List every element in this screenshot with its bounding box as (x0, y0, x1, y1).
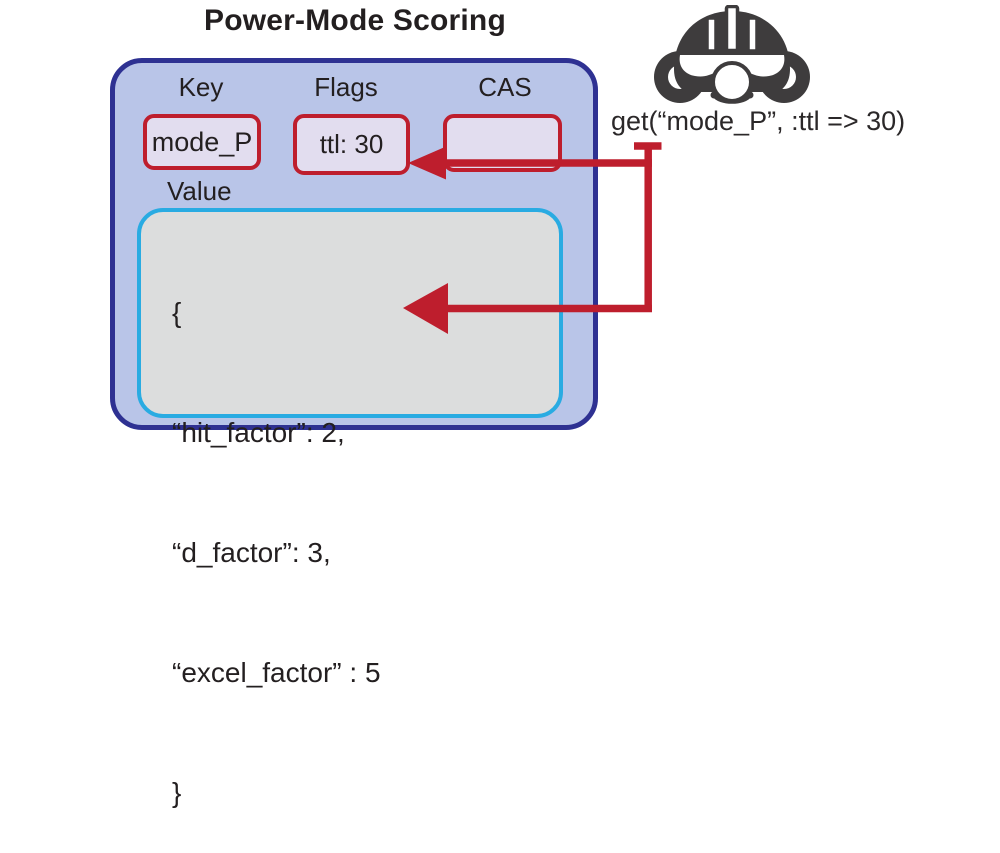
cas-cell (443, 114, 562, 172)
value-line: { (172, 297, 182, 328)
value-line: “d_factor”: 3, (172, 537, 331, 568)
helmet-center-stripe (724, 5, 740, 53)
helmet-left-stripe (705, 16, 718, 53)
client-get-call-label: get(“mode_P”, :ttl => 30) (611, 106, 906, 136)
helmet-mask (711, 61, 753, 103)
pilot-helmet-icon (654, 5, 810, 104)
key-column-label: Key (178, 72, 224, 102)
value-cell (137, 208, 563, 418)
value-column-label: Value (167, 176, 232, 206)
helmet-strap-knob-right (746, 91, 754, 99)
value-line: “hit_factor”: 2, (172, 417, 345, 448)
value-line: } (172, 777, 182, 808)
diagram-title: Power-Mode Scoring (204, 4, 506, 37)
value-line: “excel_factor” : 5 (172, 657, 381, 688)
value-json-text: { “hit_factor”: 2, “d_factor”: 3, “excel… (172, 213, 552, 853)
cas-column-label: CAS (478, 72, 532, 102)
flags-column-label: Flags (314, 72, 378, 102)
helmet-right-stripe (746, 16, 759, 53)
key-cell: mode_P (143, 114, 261, 170)
flags-cell: ttl: 30 (293, 114, 410, 175)
helmet-strap-knob-left (710, 91, 718, 99)
